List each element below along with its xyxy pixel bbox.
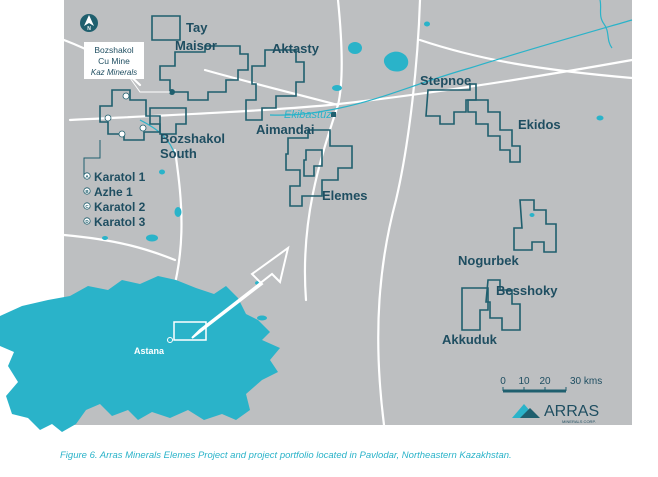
map-labels: Tay Maisor Aktasty Stepnoe Ekibastuz Aim… bbox=[160, 20, 561, 347]
scale-tick-10: 10 bbox=[518, 376, 530, 387]
locator-arrow bbox=[191, 245, 290, 339]
mine-callout-line3: Kaz Minerals bbox=[91, 68, 137, 77]
logo-name: ARRAS bbox=[544, 403, 599, 420]
svg-text:Karatol 3: Karatol 3 bbox=[94, 215, 146, 229]
scale-tick-30: 30 kms bbox=[570, 376, 602, 387]
license-elemes-inner bbox=[303, 149, 323, 177]
svg-text:N: N bbox=[87, 26, 91, 32]
label-aktasty: Aktasty bbox=[272, 41, 320, 56]
license-blocks bbox=[99, 15, 557, 331]
north-arrow-icon: N bbox=[80, 14, 98, 32]
label-besshoky: Besshoky bbox=[496, 283, 558, 298]
mine-callout-line1: Bozshakol bbox=[94, 45, 133, 55]
label-bozshakol-south-2: South bbox=[160, 146, 197, 161]
svg-text:Karatol 1: Karatol 1 bbox=[94, 170, 146, 184]
license-nogurbek bbox=[513, 199, 557, 253]
astana-marker bbox=[167, 337, 173, 343]
mine-callout-leader bbox=[129, 77, 170, 93]
label-akkuduk: Akkuduk bbox=[442, 332, 498, 347]
mine-callout: Bozshakol Cu Mine Kaz Minerals bbox=[84, 42, 144, 79]
license-aktasty bbox=[245, 49, 305, 121]
karatol-item: C Karatol 2 bbox=[83, 200, 146, 214]
svg-text:Azhe 1: Azhe 1 bbox=[94, 185, 133, 199]
scale-tick-20: 20 bbox=[539, 376, 551, 387]
karatol-item: A Karatol 1 bbox=[83, 170, 146, 184]
label-maisor: Maisor bbox=[175, 38, 217, 53]
scale-bar: 0 10 20 30 kms bbox=[500, 376, 602, 393]
kazakhstan-silhouette bbox=[0, 276, 280, 432]
license-stepnoe bbox=[425, 83, 477, 125]
karatol-leader bbox=[83, 140, 101, 175]
arras-logo: ARRAS MINERALS CORP. bbox=[512, 403, 599, 424]
astana-label: Astana bbox=[134, 346, 165, 356]
label-stepnoe: Stepnoe bbox=[420, 73, 471, 88]
svg-text:C: C bbox=[85, 204, 89, 209]
label-tay: Tay bbox=[186, 20, 208, 35]
figure-caption: Figure 6. Arras Minerals Elemes Project … bbox=[60, 450, 512, 461]
ekibastuz-marker bbox=[331, 112, 336, 117]
karatol-item: D Karatol 3 bbox=[83, 215, 146, 229]
logo-sub: MINERALS CORP. bbox=[562, 419, 596, 424]
license-besshoky bbox=[485, 279, 521, 331]
license-maisor bbox=[159, 45, 249, 101]
river-network bbox=[139, 0, 633, 156]
inset-locator-box bbox=[173, 321, 207, 341]
label-nogurbek: Nogurbek bbox=[458, 253, 519, 268]
license-bozshakol-south bbox=[149, 107, 187, 135]
karatol-markers bbox=[104, 92, 147, 138]
svg-text:B: B bbox=[85, 189, 89, 194]
license-akkuduk bbox=[461, 287, 489, 331]
svg-text:A: A bbox=[85, 174, 89, 179]
mine-callout-line2: Cu Mine bbox=[98, 56, 130, 66]
label-ekibastuz: Ekibastuz bbox=[284, 109, 332, 121]
label-ekidos: Ekidos bbox=[518, 117, 561, 132]
label-elemes: Elemes bbox=[322, 188, 368, 203]
svg-text:D: D bbox=[85, 219, 89, 224]
label-aimandai: Aimandai bbox=[256, 122, 315, 137]
scale-tick-0: 0 bbox=[500, 376, 506, 387]
svg-text:Karatol 2: Karatol 2 bbox=[94, 200, 146, 214]
license-ekidos bbox=[467, 99, 521, 163]
license-elemes bbox=[285, 129, 353, 207]
karatol-item: B Azhe 1 bbox=[83, 185, 133, 199]
license-bozshakol-area bbox=[99, 89, 161, 141]
karatol-list: A Karatol 1 B Azhe 1 C Karatol 2 D Karat… bbox=[83, 170, 146, 229]
bozshakol-mine-marker bbox=[169, 89, 175, 95]
license-tay bbox=[151, 15, 181, 41]
label-bozshakol-south-1: Bozshakol bbox=[160, 131, 225, 146]
